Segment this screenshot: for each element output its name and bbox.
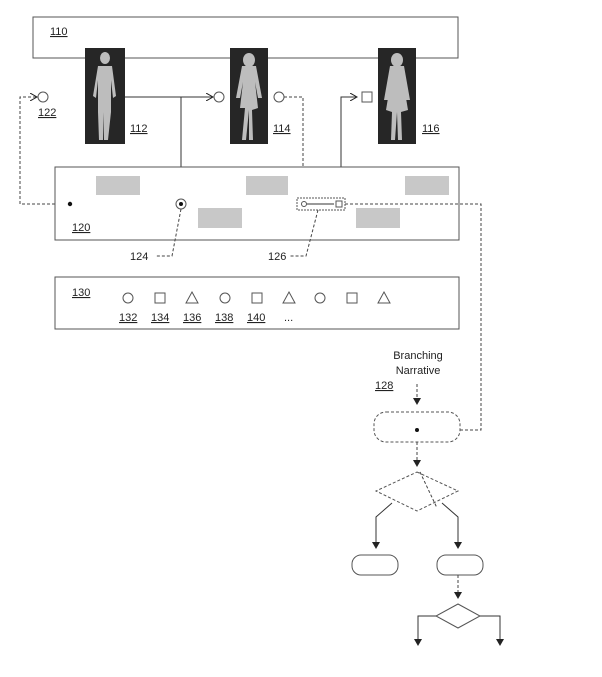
triangle-icon [185, 290, 199, 304]
port-116-in [361, 91, 373, 103]
box-130: 130 132 134 136 138 140 ... [54, 276, 460, 330]
port-114-out [273, 91, 285, 103]
circle-icon [122, 292, 134, 304]
label-110: 110 [50, 26, 68, 38]
square-icon [154, 292, 166, 304]
node-124: 124 [130, 198, 187, 263]
label-140: 140 [247, 312, 265, 324]
branching-title-line1: Branching [393, 350, 443, 362]
triangle-icon [282, 290, 296, 304]
label-138: 138 [215, 312, 233, 324]
label-120: 120 [72, 222, 90, 234]
port-122: 122 [37, 91, 56, 119]
circle-icon [314, 292, 326, 304]
square-icon [251, 292, 263, 304]
label-124: 124 [130, 251, 148, 263]
figure-114: 114 [230, 48, 291, 144]
connector-126-to-116 [340, 97, 356, 198]
label-114: 114 [273, 123, 291, 135]
label-112: 112 [130, 123, 148, 135]
connector-114-to-126 [284, 96, 303, 186]
port-114-in [213, 91, 225, 103]
circle-icon [219, 292, 231, 304]
label-130: 130 [72, 287, 90, 299]
connector-120-to-122 [19, 97, 70, 205]
connector-126-to-128 [345, 203, 482, 431]
branching-title-line2: Narrative [396, 365, 441, 377]
label-136: 136 [183, 312, 201, 324]
figure-116: 116 [378, 48, 440, 144]
figure-112: 112 [85, 48, 148, 144]
label-128: 128 [375, 380, 393, 392]
label-122: 122 [38, 107, 56, 119]
square-icon [346, 292, 358, 304]
label-134: 134 [151, 312, 169, 324]
triangle-icon [377, 290, 391, 304]
node-126: 126 [268, 197, 346, 263]
branching-narrative: Branching Narrative 128 [351, 350, 504, 646]
label-116: 116 [422, 123, 440, 135]
box-120: 120 [54, 166, 460, 241]
label-126: 126 [268, 251, 286, 263]
label-132: 132 [119, 312, 137, 324]
ellipsis: ... [284, 312, 293, 324]
